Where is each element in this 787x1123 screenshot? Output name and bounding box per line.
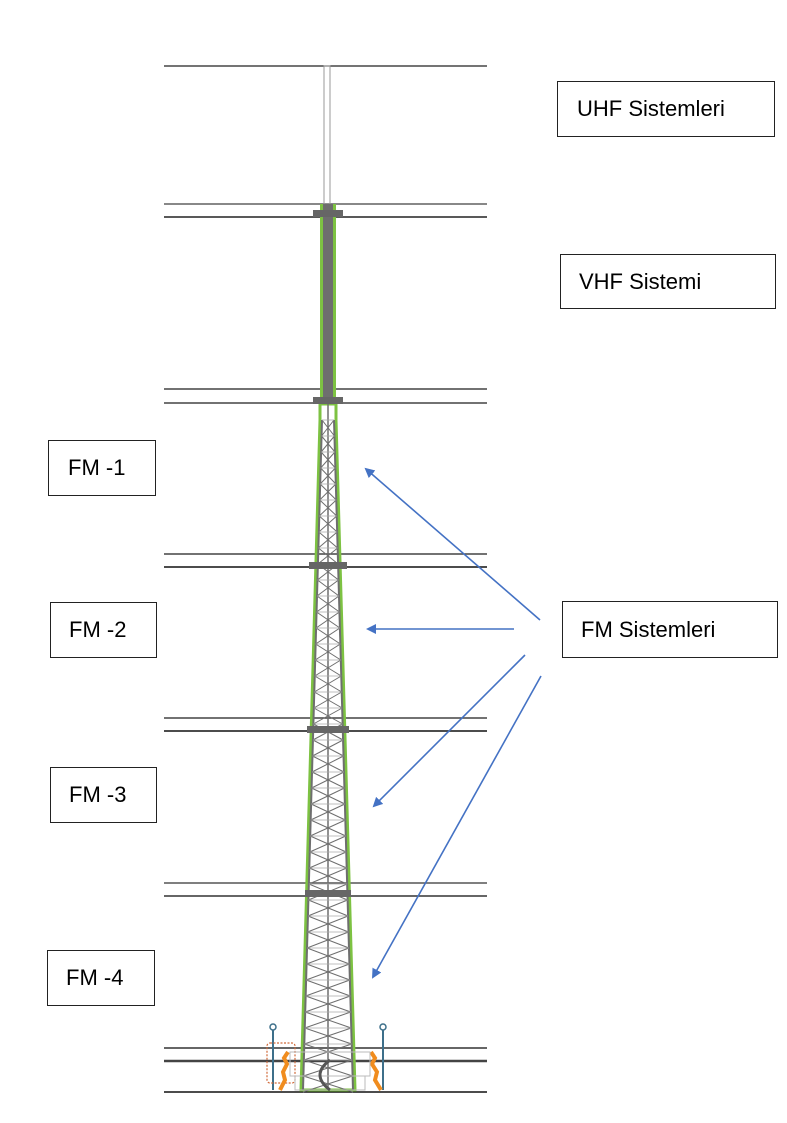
flange-plate bbox=[305, 890, 351, 897]
lattice-brace bbox=[320, 451, 336, 469]
fm2-label: FM -2 bbox=[50, 602, 157, 658]
uhf-mast bbox=[323, 65, 331, 205]
arrow-to-fm3 bbox=[372, 654, 526, 808]
tower-base bbox=[266, 1023, 387, 1092]
lattice-brace bbox=[302, 1075, 353, 1093]
lattice-brace bbox=[317, 547, 338, 565]
lattice-brace bbox=[305, 979, 351, 997]
lattice-brace bbox=[306, 931, 349, 949]
lattice-brace bbox=[319, 483, 337, 501]
lattice-brace bbox=[309, 851, 347, 869]
lattice-brace bbox=[314, 659, 342, 677]
fm2-text: FM -2 bbox=[69, 617, 127, 642]
fm-systems-text: FM Sistemleri bbox=[581, 616, 716, 642]
lattice-brace bbox=[309, 835, 346, 853]
lattice-brace bbox=[318, 515, 338, 533]
lattice-brace bbox=[315, 627, 341, 645]
lattice-leg bbox=[302, 419, 323, 1091]
lattice-brace bbox=[305, 963, 350, 981]
lattice-brace bbox=[318, 499, 337, 517]
lattice-leg bbox=[333, 419, 354, 1091]
lattice-brace bbox=[313, 707, 343, 725]
flange-plate bbox=[309, 562, 347, 569]
lattice-brace bbox=[320, 435, 335, 453]
arrow-to-fm4 bbox=[372, 675, 542, 979]
lattice-brace bbox=[307, 915, 349, 933]
lattice-brace bbox=[311, 771, 345, 789]
lattice-brace bbox=[304, 1027, 352, 1045]
uhf-systems-label: UHF Sistemleri bbox=[557, 81, 775, 137]
flange-plate bbox=[313, 397, 343, 404]
lattice-brace bbox=[313, 691, 342, 709]
tower bbox=[299, 65, 357, 1093]
lattice-brace bbox=[314, 675, 342, 693]
lattice-brace bbox=[321, 419, 335, 437]
fm-systems-label: FM Sistemleri bbox=[562, 601, 778, 658]
fm-arrows bbox=[364, 467, 542, 979]
arrow-to-fm1 bbox=[364, 467, 541, 621]
fm3-text: FM -3 bbox=[69, 782, 127, 807]
lattice-brace bbox=[314, 643, 341, 661]
lattice-brace bbox=[316, 579, 339, 597]
lattice-brace bbox=[315, 611, 340, 629]
lattice-brace bbox=[310, 803, 346, 821]
lattice-brace bbox=[318, 531, 338, 549]
fm4-label: FM -4 bbox=[47, 950, 155, 1006]
lattice-brace bbox=[308, 867, 347, 885]
lattice-brace bbox=[309, 819, 346, 837]
lattice-brace bbox=[316, 595, 340, 613]
lattice-brace bbox=[319, 467, 336, 485]
lattice-brace bbox=[307, 899, 348, 917]
uhf-text: UHF Sistemleri bbox=[577, 96, 725, 121]
lattice-brace bbox=[312, 739, 344, 757]
vhf-system-label: VHF Sistemi bbox=[560, 254, 776, 309]
flange-plate bbox=[307, 726, 349, 733]
fm3-label: FM -3 bbox=[50, 767, 157, 823]
fm4-text: FM -4 bbox=[66, 965, 124, 990]
vhf-pole bbox=[323, 204, 333, 404]
fm1-label: FM -1 bbox=[48, 440, 156, 496]
lattice-brace bbox=[303, 1059, 353, 1077]
lattice-brace bbox=[306, 947, 350, 965]
flange-plate bbox=[313, 210, 343, 217]
lattice-brace bbox=[305, 995, 351, 1013]
lattice-brace bbox=[304, 1011, 351, 1029]
lattice-brace bbox=[311, 755, 344, 773]
lattice-brace bbox=[310, 787, 345, 805]
fm1-text: FM -1 bbox=[68, 455, 126, 480]
vhf-text: VHF Sistemi bbox=[579, 268, 702, 294]
